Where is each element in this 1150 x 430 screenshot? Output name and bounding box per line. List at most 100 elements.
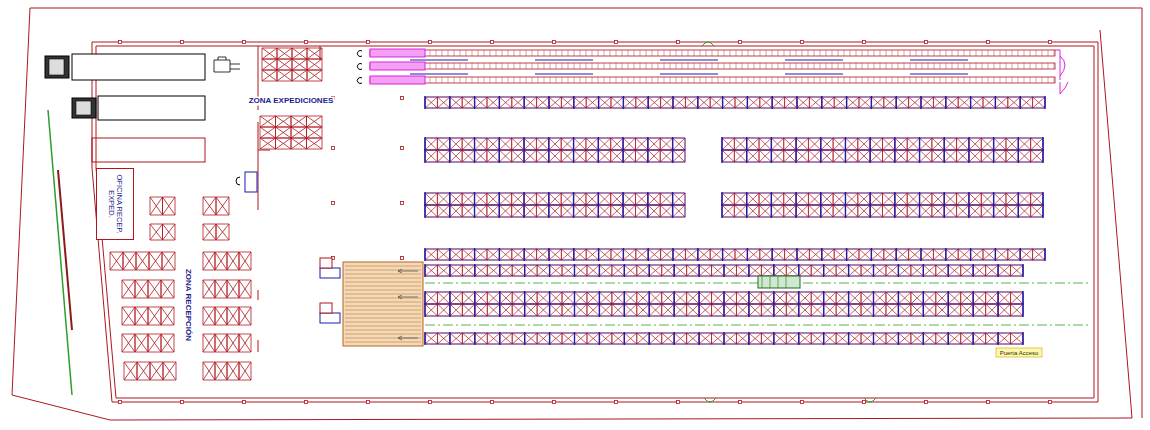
column	[1049, 41, 1052, 44]
rack-tick	[796, 63, 797, 69]
rack-tick	[490, 77, 491, 83]
rack-cell	[1006, 138, 1018, 150]
column	[305, 401, 308, 404]
rack-upright	[673, 303, 674, 317]
rack-upright	[997, 291, 998, 305]
rack-tick	[484, 50, 485, 56]
pallet-box	[276, 127, 292, 138]
rack-cell	[824, 265, 836, 276]
rack-cell	[712, 265, 724, 276]
rack-tick	[748, 63, 749, 69]
rack-cell	[909, 249, 921, 260]
rack-upright	[968, 137, 969, 151]
rack-tick	[736, 50, 737, 56]
pallet-box	[260, 138, 276, 149]
rack-upright	[549, 332, 550, 345]
rack-cell	[611, 138, 623, 150]
rack-cell	[637, 292, 649, 304]
rack-tick	[886, 77, 887, 83]
rack-cell	[712, 292, 724, 304]
rack-cell	[883, 150, 895, 162]
rack-upright	[944, 137, 945, 151]
rack-cell	[673, 150, 685, 162]
rack-frame	[425, 292, 1023, 304]
rack-upright	[773, 303, 774, 317]
door-arc	[704, 398, 716, 402]
column	[863, 401, 866, 404]
rack-cell	[886, 304, 898, 316]
pallet-box	[150, 362, 163, 380]
rack-tick	[1048, 63, 1049, 69]
rack-cell	[623, 249, 635, 260]
rack-upright	[1018, 204, 1019, 218]
rack-cell	[923, 333, 935, 344]
rack-tick	[892, 50, 893, 56]
pallet-box	[216, 197, 229, 215]
rack-cell	[475, 205, 487, 217]
rack-cell	[998, 265, 1010, 276]
rack-cell	[462, 138, 474, 150]
rack-tick	[736, 63, 737, 69]
rack-upright	[672, 192, 673, 206]
rack-upright	[871, 248, 872, 261]
rack-cell	[549, 150, 561, 162]
rack-cell	[761, 333, 773, 344]
column	[401, 202, 404, 205]
rack-tick	[544, 50, 545, 56]
rack-cell	[561, 97, 573, 108]
rack-cell	[973, 265, 985, 276]
aisle-mark	[910, 74, 968, 75]
rack-tick	[958, 50, 959, 56]
rack-tick	[592, 63, 593, 69]
rack-cell	[611, 193, 623, 205]
rack-tick	[772, 77, 773, 83]
rack-tick	[922, 77, 923, 83]
rack-cell	[734, 138, 746, 150]
rack-tick	[664, 77, 665, 83]
rack-cell	[673, 138, 685, 150]
rack-upright	[672, 137, 673, 151]
rack-tick	[982, 50, 983, 56]
column	[739, 41, 742, 44]
rack-upright	[919, 137, 920, 151]
rack-cell	[961, 265, 973, 276]
pallet-box	[122, 307, 135, 325]
rack-tick	[508, 63, 509, 69]
rack-cell	[1011, 265, 1023, 276]
rack-cell	[911, 292, 923, 304]
rack-cell	[673, 205, 685, 217]
rack-cell	[574, 193, 586, 205]
rack-cell	[932, 205, 944, 217]
rack-upright	[773, 332, 774, 345]
rack-tick	[868, 50, 869, 56]
rack-upright	[869, 149, 870, 163]
rack-cell	[981, 193, 993, 205]
rack-cell	[759, 138, 771, 150]
rack-cell	[1031, 150, 1043, 162]
rack-upright	[873, 332, 874, 345]
rack-cell	[536, 193, 548, 205]
rack-cell	[661, 97, 673, 108]
rack-tick	[472, 50, 473, 56]
wall-line	[92, 42, 1098, 402]
rack-cell	[774, 265, 786, 276]
rack-upright	[923, 291, 924, 305]
rack-tick	[526, 63, 527, 69]
rack-tick	[478, 77, 479, 83]
rack-upright	[898, 264, 899, 277]
rack-cell	[986, 304, 998, 316]
rack-cell	[734, 205, 746, 217]
rack-tick	[970, 50, 971, 56]
top-racks	[357, 49, 1068, 94]
rack-cell	[537, 97, 549, 108]
pallet-box	[215, 252, 227, 270]
rack-tick	[862, 63, 863, 69]
rack-upright	[796, 96, 797, 109]
rack-tick	[808, 63, 809, 69]
rack-tick	[1000, 77, 1001, 83]
rack-tick	[718, 50, 719, 56]
rack-tick	[934, 63, 935, 69]
rack-tick	[448, 50, 449, 56]
rack-cell	[499, 249, 511, 260]
rack-upright	[873, 264, 874, 277]
